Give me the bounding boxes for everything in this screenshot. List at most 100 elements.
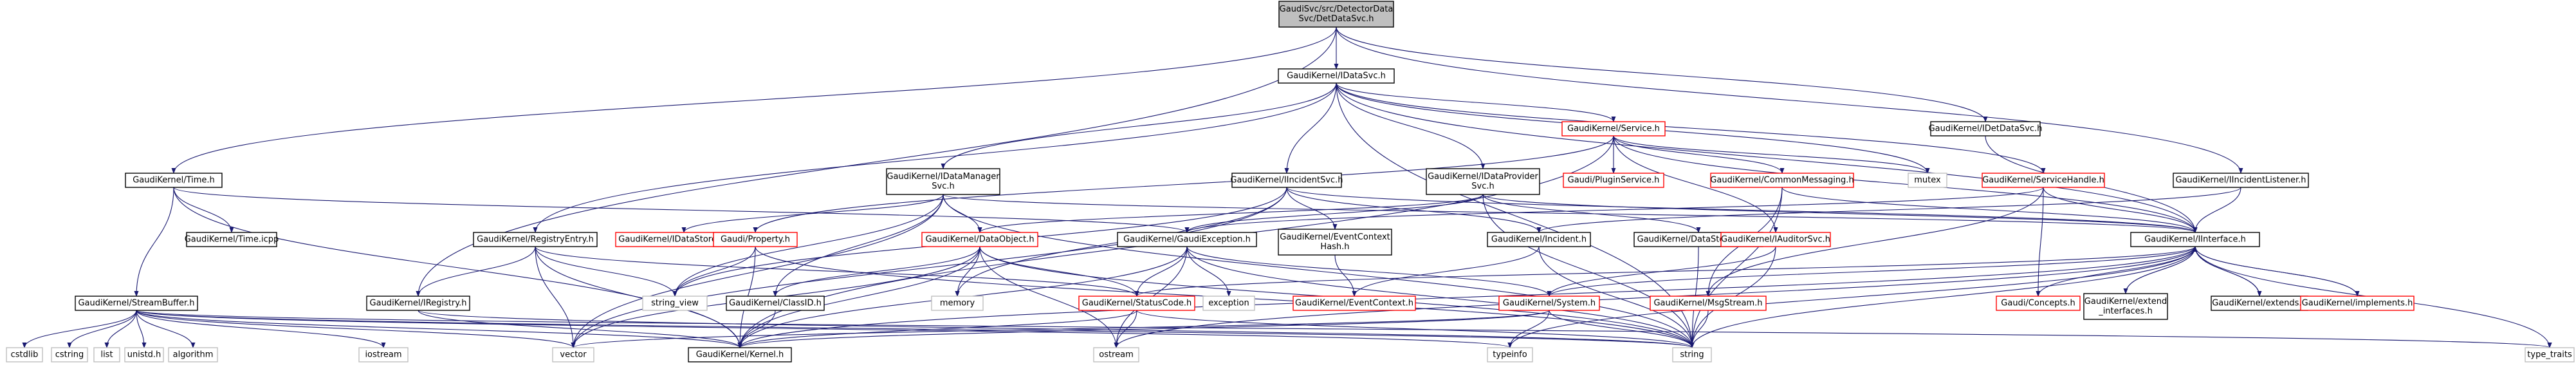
node-kernel[interactable]: GaudiKernel/Kernel.h (688, 347, 792, 362)
node-box (1278, 68, 1395, 84)
node-iincidentlistener[interactable]: GaudiKernel/IIncidentListener.h (2173, 173, 2309, 188)
edge-idataprovidersvc-to-datastoreitem (1482, 194, 1701, 233)
edge-dataobject-to-statuscode (979, 246, 1139, 297)
node-incident[interactable]: GaudiKernel/Incident.h (1487, 232, 1591, 247)
node-box (1908, 173, 1947, 188)
node-service[interactable]: GaudiKernel/Service.h (1561, 121, 1666, 136)
edge-commonmessaging-to-string (1689, 187, 1783, 348)
node-label: GaudiKernel/RegistryEntry.h (477, 235, 594, 245)
node-label: type_traits (2527, 350, 2572, 360)
edge-gaudiexception-to-statuscode (1134, 246, 1188, 297)
node-label: GaudiKernel/MsgStream.h (1653, 299, 1762, 308)
node-box (2300, 296, 2415, 311)
node-label: GaudiKernel/IIncidentListener.h (2175, 176, 2306, 185)
node-label: GaudiKernel/EventContext (1280, 232, 1390, 242)
node-timeicpp[interactable]: GaudiKernel/Time.icpp (185, 232, 279, 247)
edge-streambuffer-to-type-traits (136, 310, 2552, 348)
node-label: string_view (651, 299, 699, 308)
edge-gaudiexception-to-system (1186, 246, 1552, 297)
node-cstring: cstring (51, 347, 88, 362)
node-box (726, 296, 825, 311)
edge-idatasvc-to-service (1336, 82, 1616, 122)
node-vector: vector (552, 347, 594, 362)
node-streambuffer[interactable]: GaudiKernel/StreamBuffer.h (75, 296, 198, 311)
node-concepts[interactable]: Gaudi/Concepts.h (1996, 296, 2081, 311)
node-label: Hash.h (1320, 242, 1349, 252)
node-idatasvc[interactable]: GaudiKernel/IDataSvc.h (1278, 68, 1395, 84)
node-box (186, 232, 277, 247)
node-mutex: mutex (1908, 173, 1947, 188)
edge-property-to-string-view (672, 246, 756, 297)
edge-iinterface-to-typeinfo (1507, 246, 2196, 348)
node-label: GaudiKernel/Service.h (1567, 124, 1660, 134)
edge-time-to-timeicpp (173, 187, 234, 233)
node-iostream: iostream (358, 347, 409, 362)
node-commonmessaging[interactable]: GaudiKernel/CommonMessaging.h (1710, 173, 1854, 188)
node-gaudiexception[interactable]: GaudiKernel/GaudiException.h (1117, 232, 1257, 247)
edge-idatamanagersvc-to-string (943, 194, 1695, 348)
node-label: iostream (365, 350, 401, 360)
node-box (2525, 347, 2575, 362)
node-box (1278, 1, 1394, 28)
node-box (1563, 173, 1664, 188)
node-msgstream[interactable]: GaudiKernel/MsgStream.h (1650, 296, 1767, 311)
node-label: GaudiKernel/CommonMessaging.h (1710, 176, 1854, 185)
node-label: GaudiKernel/IDataManager (887, 172, 1000, 182)
node-property[interactable]: Gaudi/Property.h (713, 232, 798, 247)
node-system[interactable]: GaudiKernel/System.h (1498, 296, 1600, 311)
node-time[interactable]: GaudiKernel/Time.h (125, 173, 223, 188)
node-iregistry[interactable]: GaudiKernel/IRegistry.h (366, 296, 470, 311)
node-box (1078, 296, 1195, 311)
edge-registryentry-to-statuscode (535, 246, 1139, 297)
node-label: GaudiKernel/DataObject.h (925, 235, 1034, 245)
node-extends[interactable]: GaudiKernel/extends.h (2211, 296, 2308, 311)
node-box (358, 347, 409, 362)
node-label: GaudiKernel/Incident.h (1491, 235, 1587, 245)
node-cstdlib: cstdlib (6, 347, 43, 362)
node-statuscode[interactable]: GaudiKernel/StatusCode.h (1078, 296, 1195, 311)
node-ipluginservice[interactable]: Gaudi/PluginService.h (1563, 173, 1664, 188)
edge-idataprovidersvc-to-string (1482, 194, 1695, 348)
node-label: GaudiKernel/IDetDataSvc.h (1929, 124, 2043, 134)
node-label: typeinfo (1493, 350, 1527, 360)
node-box (6, 347, 43, 362)
edge-streambuffer-to-typeinfo (136, 310, 1512, 348)
node-iinterface[interactable]: GaudiKernel/IInterface.h (2130, 232, 2260, 247)
node-implements[interactable]: GaudiKernel/implements.h (2300, 296, 2415, 311)
edge-commonmessaging-to-iinterface (1781, 187, 2198, 233)
node-extend-interfaces[interactable]: GaudiKernel/extend_interfaces.h (2083, 293, 2168, 320)
header-nodes: GaudiSvc/src/DetectorDataSvc/DetDataSvc.… (6, 1, 2575, 362)
edge-system-to-typeinfo (1507, 310, 1550, 348)
node-label: GaudiKernel/implements.h (2302, 299, 2413, 308)
node-label: GaudiKernel/IIncidentSvc.h (1230, 176, 1343, 185)
node-box (1650, 296, 1767, 311)
node-box (1487, 347, 1533, 362)
node-dataobject[interactable]: GaudiKernel/DataObject.h (921, 232, 1038, 247)
node-box (473, 232, 598, 247)
node-label: GaudiKernel/IAuditorSvc.h (1721, 235, 1830, 245)
node-label: GaudiKernel/EventContext.h (1295, 299, 1413, 308)
node-string: string (1672, 347, 1712, 362)
node-root[interactable]: GaudiSvc/src/DetectorDataSvc/DetDataSvc.… (1278, 1, 1394, 28)
node-servicehandle[interactable]: GaudiKernel/ServiceHandle.h (1982, 173, 2105, 188)
edge-statuscode-to-string (1136, 310, 1695, 348)
node-box (1426, 168, 1540, 195)
edge-iinterface-to-system (1547, 246, 2196, 297)
node-iincidentsvc[interactable]: GaudiKernel/IIncidentSvc.h (1230, 173, 1343, 188)
node-classid[interactable]: GaudiKernel/ClassID.h (726, 296, 825, 311)
edge-registryentry-to-string-view (535, 246, 677, 297)
edge-incident-to-string (1538, 246, 1695, 348)
node-box (93, 347, 120, 362)
edge-iincidentlistener-to-incident (1536, 187, 2241, 233)
node-box (366, 296, 470, 311)
node-label: list (100, 350, 113, 360)
edge-incident-to-eventcontext (1352, 246, 1540, 297)
node-iauditorsvc[interactable]: GaudiKernel/IAuditorSvc.h (1720, 232, 1831, 247)
node-eventcontext[interactable]: GaudiKernel/EventContext.h (1293, 296, 1416, 311)
edge-idatasvc-to-registryentry (533, 82, 1337, 233)
node-registryentry[interactable]: GaudiKernel/RegistryEntry.h (473, 232, 598, 247)
node-idetdatasvc[interactable]: GaudiKernel/IDetDataSvc.h (1929, 121, 2043, 136)
